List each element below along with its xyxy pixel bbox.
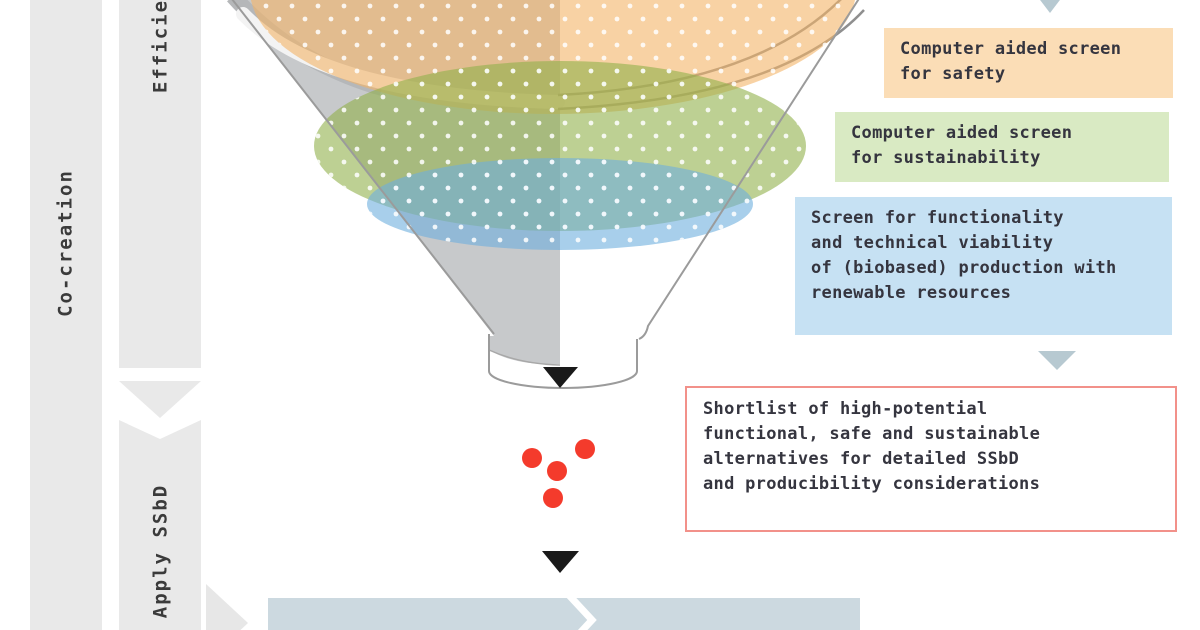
bottom-entry-arrow-icon (206, 584, 248, 630)
funnel-output-arrow-icon (543, 367, 578, 388)
bottom-process-band (268, 598, 860, 630)
callout-sustainability-screen: Computer aided screen for sustainability (835, 112, 1169, 182)
step-arrow-top-icon (1040, 0, 1060, 13)
stage-transition-chevron (119, 381, 201, 418)
stage1-bar (119, 0, 201, 368)
cocreation-label: Co-creation (54, 169, 77, 317)
funnel-outline (231, 0, 860, 389)
stem-left-shading (489, 336, 560, 365)
callout-shortlist-result: Shortlist of high-potential functional, … (685, 386, 1177, 532)
shortlist-to-next-arrow-icon (542, 551, 579, 573)
functionality-screen-layer (367, 158, 753, 250)
stage2-bar (119, 420, 201, 630)
callout-functionality-screen: Screen for functionality and technical v… (795, 197, 1172, 335)
shortlisted-candidate-dots (522, 439, 595, 508)
stage2-label: Apply SSbD (149, 483, 172, 619)
callout-safety-screen: Computer aided screen for safety (884, 28, 1173, 98)
stem-inner-arc (488, 349, 561, 366)
cocreation-bar (30, 0, 102, 630)
bottom-chevron-separator-icon (563, 589, 597, 630)
stage1-label: Efficie (149, 0, 172, 94)
step-arrow-mid-icon (1038, 351, 1076, 370)
